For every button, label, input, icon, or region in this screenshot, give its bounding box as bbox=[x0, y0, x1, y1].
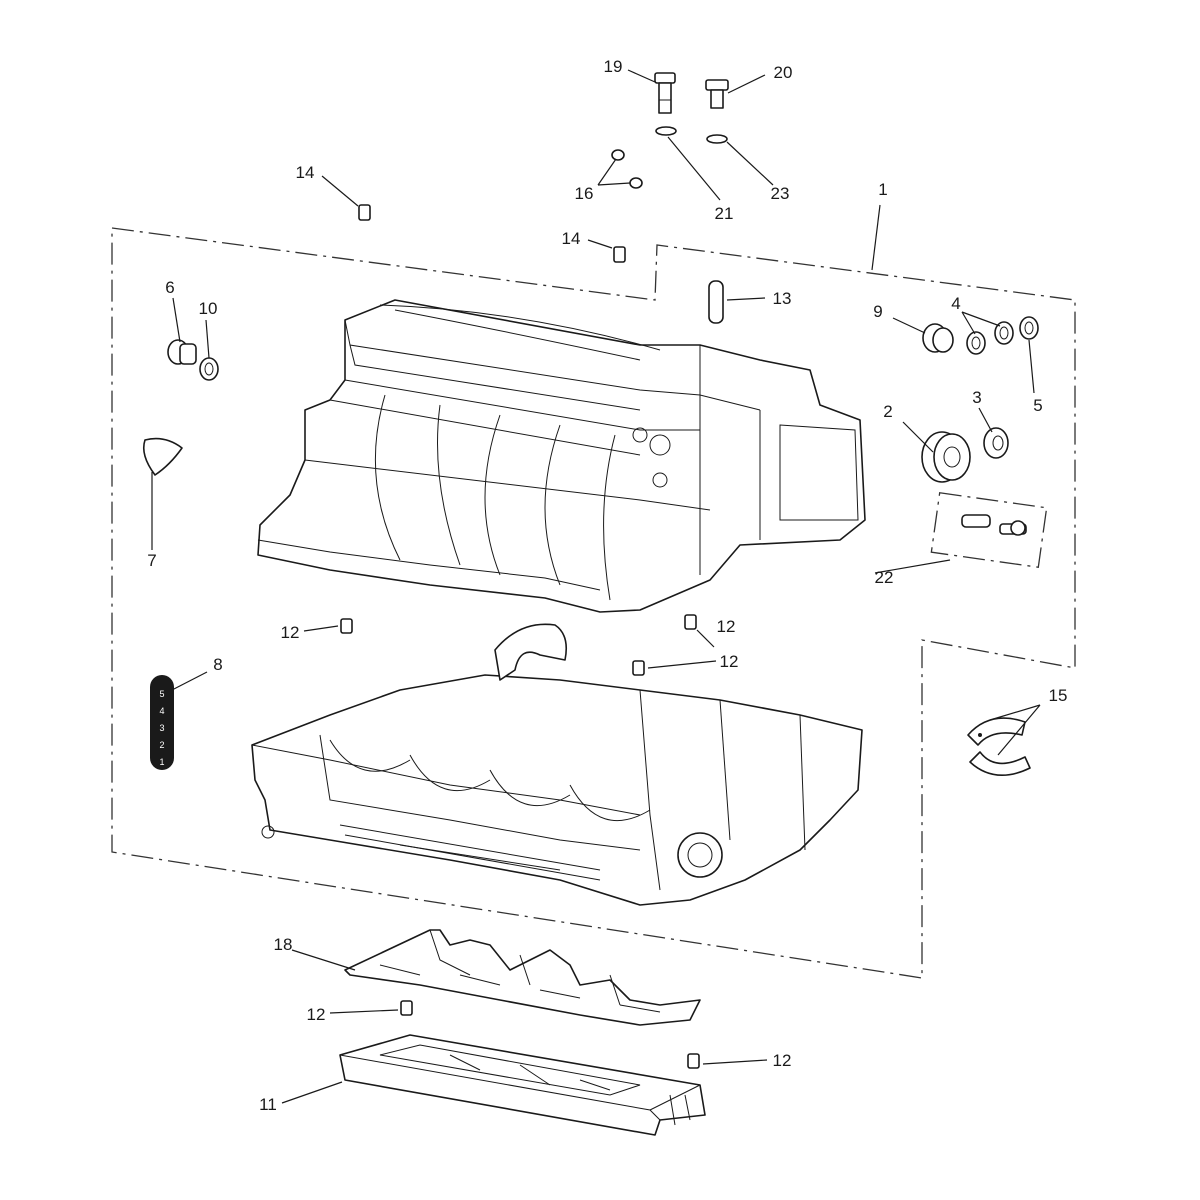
callout-1: 1 bbox=[878, 180, 887, 199]
bush-9 bbox=[922, 323, 954, 353]
callout-16: 16 bbox=[575, 184, 594, 203]
callout-4: 4 bbox=[951, 294, 960, 313]
baffle-plate bbox=[344, 929, 701, 1026]
bolt-19 bbox=[654, 72, 676, 114]
kit-parts-22 bbox=[961, 514, 1027, 536]
dowel-12a bbox=[340, 618, 353, 634]
plate-text-5: 1 bbox=[159, 757, 164, 767]
dowel-14b bbox=[613, 246, 626, 263]
callout-18: 18 bbox=[274, 935, 293, 954]
kit-box-22 bbox=[930, 492, 1048, 568]
bearing-shells-15 bbox=[967, 717, 1031, 777]
callout-12c: 12 bbox=[307, 1005, 326, 1024]
callout-5: 5 bbox=[1033, 396, 1042, 415]
callout-6: 6 bbox=[165, 278, 174, 297]
callout-23: 23 bbox=[771, 184, 790, 203]
dowel-16a bbox=[611, 149, 625, 161]
callout-21: 21 bbox=[715, 204, 734, 223]
seals-4 bbox=[966, 321, 1014, 355]
callout-9: 9 bbox=[873, 302, 882, 321]
leader-lines bbox=[151, 69, 1041, 1104]
seal-3 bbox=[983, 427, 1009, 459]
callout-11: 11 bbox=[259, 1095, 277, 1114]
callout-12a: 12 bbox=[281, 623, 300, 642]
dowel-12e bbox=[687, 1053, 700, 1069]
dowel-13 bbox=[708, 280, 724, 324]
callout-8: 8 bbox=[213, 655, 222, 674]
plate-text-3: 3 bbox=[159, 723, 164, 733]
plug-6 bbox=[167, 339, 197, 365]
cap-7 bbox=[142, 437, 183, 476]
dowel-12d bbox=[400, 1000, 413, 1016]
callout-19: 19 bbox=[604, 57, 623, 76]
upper-crankcase bbox=[257, 299, 866, 613]
lower-crankcase bbox=[251, 623, 863, 906]
washer-23 bbox=[706, 134, 728, 144]
callout-labels: 1 2 3 4 5 6 7 8 9 10 11 12 12 12 12 12 1… bbox=[147, 57, 1067, 1114]
oil-seal-2 bbox=[921, 431, 971, 483]
plate-text-1: 5 bbox=[159, 689, 164, 699]
callout-10: 10 bbox=[199, 299, 218, 318]
callout-12e: 12 bbox=[717, 617, 736, 636]
bolt-20 bbox=[705, 79, 729, 109]
plate-text-2: 4 bbox=[159, 706, 164, 716]
callout-7: 7 bbox=[147, 551, 156, 570]
callout-12d: 12 bbox=[773, 1051, 792, 1070]
dowel-12c bbox=[632, 660, 645, 676]
sump-frame bbox=[339, 1034, 706, 1136]
callout-3: 3 bbox=[972, 388, 981, 407]
callout-22: 22 bbox=[875, 568, 894, 587]
seal-10 bbox=[199, 357, 219, 381]
callout-13: 13 bbox=[773, 289, 792, 308]
washer-21 bbox=[655, 126, 677, 136]
assembly-boundary bbox=[111, 227, 1076, 979]
callout-14a: 14 bbox=[296, 163, 315, 182]
label-plate-8: 5 4 3 2 1 bbox=[150, 675, 174, 770]
callout-2: 2 bbox=[883, 402, 892, 421]
callout-15: 15 bbox=[1049, 686, 1068, 705]
plate-text-4: 2 bbox=[159, 740, 164, 750]
washer-5 bbox=[1019, 316, 1039, 340]
callout-20: 20 bbox=[774, 63, 793, 82]
callout-12b: 12 bbox=[720, 652, 739, 671]
dowel-12b bbox=[684, 614, 697, 630]
callout-14b: 14 bbox=[562, 229, 581, 248]
dowel-14a bbox=[358, 204, 371, 221]
dowel-16b bbox=[629, 177, 643, 189]
